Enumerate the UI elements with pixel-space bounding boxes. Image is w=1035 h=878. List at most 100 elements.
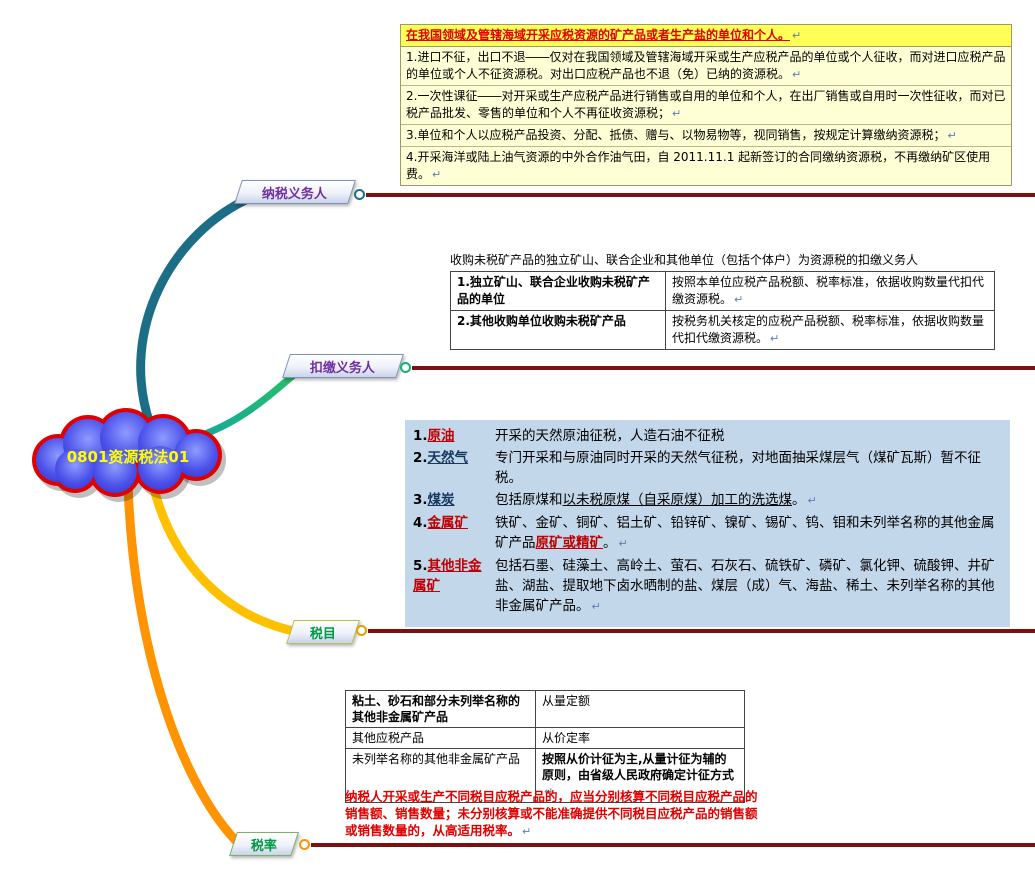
table-cell-left: 2.其他收购单位收购未税矿产品 [450,310,666,350]
taxpayer-note-text: 3.单位和个人以应税产品投资、分配、抵债、赠与、以物易物等，视同销售，按规定计算… [406,128,946,142]
item-term-text: 金属矿 [427,515,469,531]
tax-item-term: 4.金属矿 [413,513,495,554]
table-cell-right: 从价定率 [535,727,745,749]
item-desc-text: 专门开采和与原油同时开采的天然气征税，对地面抽采煤层气（煤矿瓦斯）暂不征税。 [495,450,981,486]
tax-item-term: 2.天然气 [413,448,495,488]
tax-item-desc: 包括原煤和以未税原煤（自采原煤）加工的洗选煤。↵ [495,490,1002,511]
expand-connector-rate[interactable] [299,839,310,850]
taxpayer-note-row: 2.一次性课征――对开采或生产应税产品进行销售或自用的单位和个人，在出厂销售或自… [401,86,1011,125]
rate-note-text: 纳税人开采或生产不同税目应税产品的，应当分别核算不同税目应税产品的销售额、销售数… [345,789,758,838]
taxpayer-note-row: 1.进口不征，出口不退――仅对在我国领域及管辖海域开采或生产应税产品的单位或个人… [401,47,1011,86]
branch-node-taxpayer[interactable]: 纳税义务人 [234,180,356,204]
item-number: 2. [413,450,428,466]
item-desc-underlined: 以未税原煤（自采原煤）加工的洗选煤 [562,492,793,508]
taxpayer-header-row: 在我国领域及管辖海域开采应税资源的矿产品或者生产盐的单位和个人。↵ [401,25,1011,47]
cell-text: 未列举名称的其他非金属矿产品 [352,752,521,766]
table-row: 其他应税产品 从价定率 [345,727,745,749]
withholding-table: 1.独立矿山、联合企业收购未税矿产品的单位 按照本单位应税产品税额、税率标准，依… [450,271,995,350]
branch-curve-rate [123,479,245,850]
tax-item-desc: 包括石墨、硅藻土、高岭土、萤石、石灰石、硫铁矿、磷矿、氯化钾、硫酸钾、井矿盐、湖… [495,556,1002,617]
tax-item-term: 1.原油 [413,426,495,446]
expand-connector-taxpayer[interactable] [354,189,365,200]
item-number: 1. [413,428,428,444]
tax-item-desc: 专门开采和与原油同时开采的天然气征税，对地面抽采煤层气（煤矿瓦斯）暂不征税。 [495,448,1002,488]
table-cell-left: 其他应税产品 [345,727,536,749]
pilcrow-mark: ↵ [432,168,442,181]
cell-text: 其他应税产品 [352,731,425,745]
pilcrow-mark: ↵ [807,494,817,507]
item-number: 5. [413,558,428,574]
taxpayer-note-row: 3.单位和个人以应税产品投资、分配、抵债、赠与、以物易物等，视同销售，按规定计算… [401,125,1011,147]
branch-line-withholding [412,366,1035,370]
branch-curve-taxpayer [136,192,257,429]
tax-item-desc: 铁矿、金矿、铜矿、铝土矿、铅锌矿、镍矿、锡矿、钨、钼和未列举名称的其他金属矿产品… [495,513,1002,554]
pilcrow-mark: ↵ [672,107,682,120]
tax-item-term: 3.煤炭 [413,490,495,511]
withholding-title-text: 收购未税矿产品的独立矿山、联合企业和其他单位（包括个体户）为资源税的扣缴义务人 [450,253,919,267]
central-topic-label: 0801资源税法01 [67,448,190,466]
rate-note: 纳税人开采或生产不同税目应税产品的，应当分别核算不同税目应税产品的销售额、销售数… [345,788,759,840]
expand-connector-withholding[interactable] [400,362,411,373]
taxpayer-notes-panel: 在我国领域及管辖海域开采应税资源的矿产品或者生产盐的单位和个人。↵ 1.进口不征… [400,24,1012,186]
pilcrow-mark: ↵ [591,600,601,613]
tax-item-row: 2.天然气 专门开采和与原油同时开采的天然气征税，对地面抽采煤层气（煤矿瓦斯）暂… [413,448,1002,488]
tax-item-row: 5.其他非金属矿 包括石墨、硅藻土、高岭土、萤石、石灰石、硫铁矿、磷矿、氯化钾、… [413,556,1002,617]
pilcrow-mark: ↵ [618,537,628,550]
pilcrow-mark: ↵ [544,785,554,798]
branch-curve-withholding [184,364,306,444]
item-number: 3. [413,492,428,508]
branch-curve-items [147,475,303,637]
item-desc-text: 包括原煤和 [495,492,563,508]
tax-item-term: 5.其他非金属矿 [413,556,495,617]
cell-text: 按税务机关核定的应税产品税额、税率标准，依据收购数量代扣代缴资源税。 [672,314,985,345]
cell-text: 1.独立矿山、联合企业收购未税矿产品的单位 [457,275,650,306]
table-cell-left: 1.独立矿山、联合企业收购未税矿产品的单位 [450,271,666,311]
tax-item-row: 1.原油 开采的天然原油征税，人造石油不征税 [413,426,1002,446]
table-cell-left: 未列举名称的其他非金属矿产品 [345,748,536,803]
item-desc-text: 包括石墨、硅藻土、高岭土、萤石、石灰石、硫铁矿、磷矿、氯化钾、硫酸钾、井矿盐、湖… [495,558,995,614]
item-desc-text: 。 [603,535,617,551]
tax-item-desc: 开采的天然原油征税，人造石油不征税 [495,426,1002,446]
taxpayer-note-row: 4.开采海洋或陆上油气资源的中外合作油气田，自 2011.11.1 起新签订的合… [401,147,1011,185]
cell-text: 按照本单位应税产品税额、税率标准，依据收购数量代扣代缴资源税。 [672,275,985,306]
taxpayer-note-text: 2.一次性课征――对开采或生产应税产品进行销售或自用的单位和个人，在出厂销售或自… [406,89,1006,120]
branch-node-withholding[interactable]: 扣缴义务人 [282,354,404,378]
item-desc-emphasis: 原矿或精矿 [535,535,604,551]
item-desc-text: 开采的天然原油征税，人造石油不征税 [495,428,725,444]
pilcrow-mark: ↵ [947,129,957,142]
table-cell-left: 粘土、砂石和部分未列举名称的其他非金属矿产品 [345,690,536,728]
taxpayer-header-text: 在我国领域及管辖海域开采应税资源的矿产品或者生产盐的单位和个人。 [406,28,791,42]
taxpayer-note-text: 1.进口不征，出口不退――仅对在我国领域及管辖海域开采或生产应税产品的单位或个人… [406,50,1006,81]
pilcrow-mark: ↵ [734,293,744,306]
item-term-text: 其他非金属矿 [413,558,482,594]
branch-node-items[interactable]: 税目 [286,620,360,644]
item-desc-text: 。 [792,492,806,508]
central-topic-cloud[interactable]: 0801资源税法01 [32,408,226,502]
table-row: 粘土、砂石和部分未列举名称的其他非金属矿产品 从量定额 [345,690,745,728]
item-term-text: 天然气 [427,450,469,466]
expand-connector-items[interactable] [356,625,367,636]
tax-item-row: 3.煤炭 包括原煤和以未税原煤（自采原煤）加工的洗选煤。↵ [413,490,1002,511]
withholding-title: 收购未税矿产品的独立矿山、联合企业和其他单位（包括个体户）为资源税的扣缴义务人 [450,252,1010,269]
cell-text: 2.其他收购单位收购未税矿产品 [457,314,626,328]
cell-text: 从量定额 [542,694,591,708]
branch-line-items [368,629,1035,633]
branch-label-rate: 税率 [250,838,277,854]
table-row: 1.独立矿山、联合企业收购未税矿产品的单位 按照本单位应税产品税额、税率标准，依… [450,271,995,311]
pilcrow-mark: ↵ [792,29,802,42]
pilcrow-mark: ↵ [770,332,780,345]
cloud-body [36,412,218,493]
item-number: 4. [413,515,428,531]
branch-line-rate [311,843,1035,847]
branch-node-rate[interactable]: 税率 [229,832,299,856]
branch-label-withholding: 扣缴义务人 [310,360,376,376]
pilcrow-mark: ↵ [522,825,532,838]
cell-text: 粘土、砂石和部分未列举名称的其他非金属矿产品 [352,694,521,724]
item-term-text: 煤炭 [427,492,455,508]
table-cell-right: 按照从价计征为主,从量计征为辅的原则，由省级人民政府确定计征方式↵ [535,748,745,803]
branch-label-items: 税目 [309,626,336,642]
pilcrow-mark: ↵ [792,68,802,81]
table-cell-right: 从量定额 [535,690,745,728]
